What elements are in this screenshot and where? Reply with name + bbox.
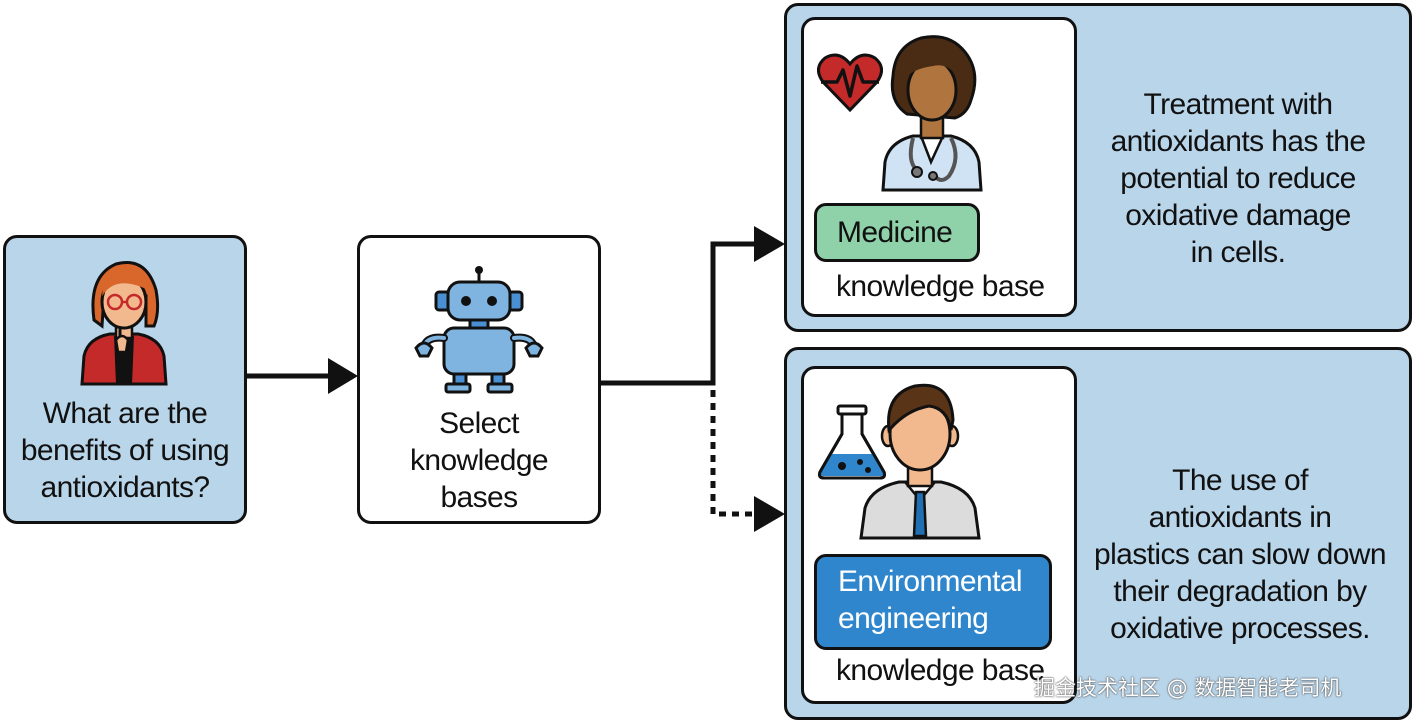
medicine-answer-text: Treatment with antioxidants has the pote… [1110, 88, 1366, 269]
environmental-kb-label: knowledge base [836, 654, 1045, 687]
medicine-kb-label: knowledge base [836, 270, 1045, 303]
medicine-tag: Medicine [814, 203, 980, 262]
heart-pulse-icon [817, 53, 883, 112]
arrowhead-environmental [754, 496, 785, 532]
arrowhead-medicine [754, 226, 785, 262]
person-icon [80, 261, 168, 386]
arrow-selector-to-medicine [601, 241, 757, 386]
user-question-text: What are the benefits of using antioxida… [20, 397, 230, 504]
environmental-engineering-tag: Environmental engineering [814, 554, 1052, 650]
arrowhead-selector [328, 358, 358, 394]
doctor-icon [881, 35, 983, 192]
flask-icon [818, 404, 886, 480]
arrow-selector-to-environmental [710, 390, 757, 517]
selector-label-text: Select knowledge bases [409, 407, 549, 514]
environmental-answer-text: The use of antioxidants in plastics can … [1094, 464, 1387, 645]
robot-icon [414, 266, 544, 394]
watermark: 掘金技术社区 @ 数据智能老司机 [1034, 676, 1342, 700]
engineer-icon [859, 383, 981, 540]
